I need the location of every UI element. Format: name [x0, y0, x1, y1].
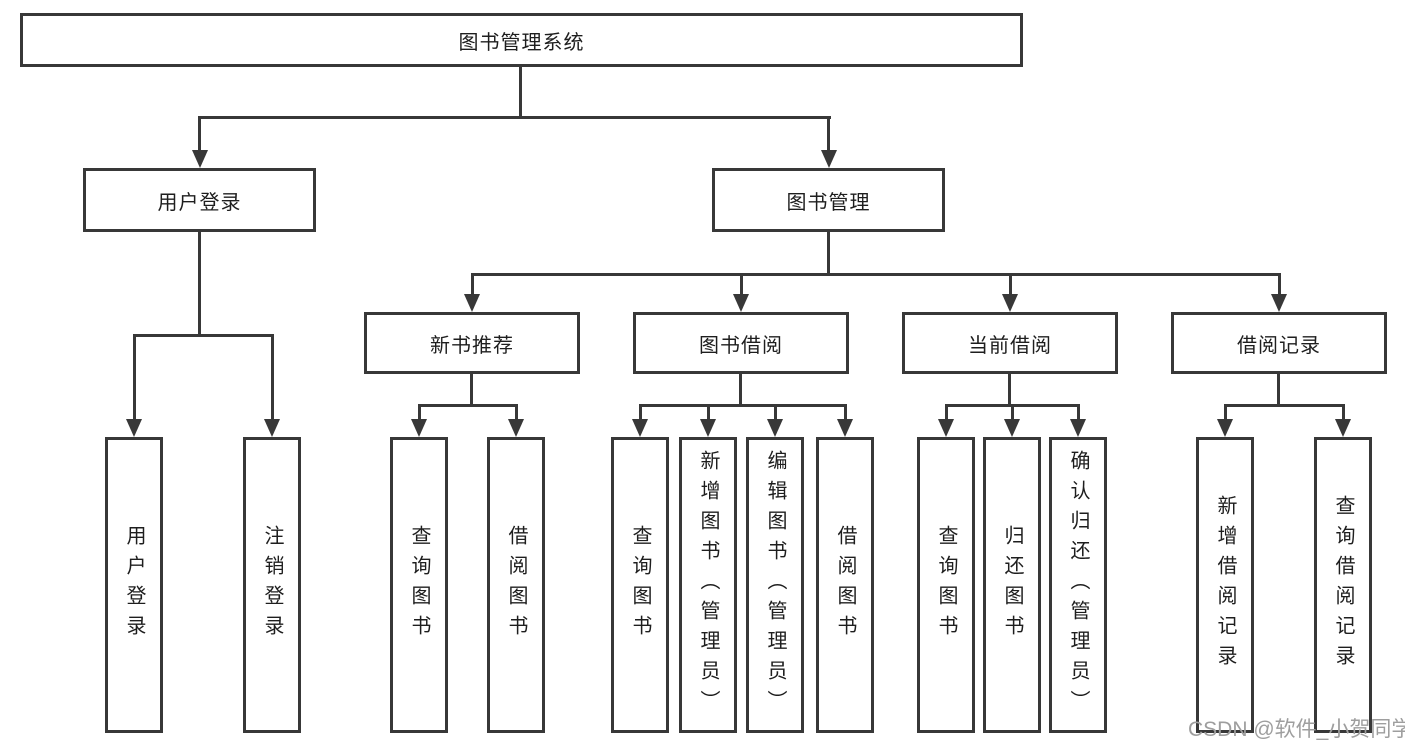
connector-line	[133, 334, 136, 419]
connector-line	[774, 404, 777, 419]
node-new-book-recommendation: 新书推荐	[364, 312, 580, 374]
leaf-label: 新增图书（管理员）	[697, 450, 719, 720]
connector-arrowhead	[733, 294, 749, 312]
connector-line	[198, 232, 201, 337]
connector-arrowhead	[821, 150, 837, 168]
node-add-books-admin: 新增图书（管理员）	[679, 437, 737, 733]
connector-line	[418, 404, 421, 419]
connector-line	[470, 374, 473, 407]
connector-arrowhead	[1004, 419, 1020, 437]
node-query-books-1: 查询图书	[390, 437, 448, 733]
node-edit-books-admin: 编辑图书（管理员）	[746, 437, 804, 733]
connector-arrowhead	[508, 419, 524, 437]
leaf-label: 查询图书	[408, 525, 430, 645]
connector-arrowhead	[1271, 294, 1287, 312]
connector-line	[271, 334, 274, 419]
leaf-label: 查询图书	[629, 525, 651, 645]
node-query-books-2: 查询图书	[611, 437, 669, 733]
csdn-watermark: CSDN @软件_小贺同学	[1188, 718, 1405, 741]
connector-line	[1077, 404, 1080, 419]
connector-line	[515, 404, 518, 419]
leaf-label: 查询图书	[935, 525, 957, 645]
node-borrowing-records: 借阅记录	[1171, 312, 1387, 374]
connector-line	[1278, 273, 1281, 294]
connector-line	[1224, 404, 1344, 407]
node-confirm-return-admin: 确认归还（管理员）	[1049, 437, 1107, 733]
connector-line	[740, 273, 743, 294]
node-book-borrowing: 图书借阅	[633, 312, 849, 374]
leaf-label: 编辑图书（管理员）	[764, 450, 786, 720]
leaf-label: 用户登录	[123, 525, 145, 645]
connector-arrowhead	[938, 419, 954, 437]
connector-line	[1342, 404, 1345, 419]
connector-arrowhead	[464, 294, 480, 312]
connector-line	[844, 404, 847, 419]
connector-line	[198, 116, 201, 150]
node-book-management: 图书管理	[712, 168, 945, 232]
connector-line	[418, 404, 518, 407]
connector-line	[1224, 404, 1227, 419]
connector-line	[198, 116, 831, 119]
connector-line	[1011, 404, 1014, 419]
leaf-label: 注销登录	[261, 525, 283, 645]
connector-line	[707, 404, 710, 419]
node-query-books-3: 查询图书	[917, 437, 975, 733]
connector-arrowhead	[1070, 419, 1086, 437]
leaf-label: 确认归还（管理员）	[1067, 450, 1089, 720]
connector-line	[639, 404, 846, 407]
connector-line	[1277, 374, 1280, 407]
connector-line	[827, 232, 830, 276]
node-borrow-books-1: 借阅图书	[487, 437, 545, 733]
node-return-books: 归还图书	[983, 437, 1041, 733]
node-borrow-books-2: 借阅图书	[816, 437, 874, 733]
connector-line	[639, 404, 642, 419]
connector-line	[739, 374, 742, 407]
connector-line	[471, 273, 474, 294]
connector-line	[945, 404, 948, 419]
leaf-label: 借阅图书	[834, 525, 856, 645]
node-current-borrowing: 当前借阅	[902, 312, 1118, 374]
node-user-login-group: 用户登录	[83, 168, 316, 232]
node-query-borrow-record: 查询借阅记录	[1314, 437, 1372, 733]
connector-arrowhead	[264, 419, 280, 437]
connector-arrowhead	[1217, 419, 1233, 437]
leaf-label: 新增借阅记录	[1214, 495, 1236, 675]
node-logout: 注销登录	[243, 437, 301, 733]
connector-arrowhead	[126, 419, 142, 437]
connector-arrowhead	[767, 419, 783, 437]
connector-arrowhead	[632, 419, 648, 437]
connector-line	[1008, 374, 1011, 407]
connector-arrowhead	[192, 150, 208, 168]
leaf-label: 查询借阅记录	[1332, 495, 1354, 675]
connector-arrowhead	[837, 419, 853, 437]
connector-arrowhead	[411, 419, 427, 437]
node-add-borrow-record: 新增借阅记录	[1196, 437, 1254, 733]
connector-arrowhead	[700, 419, 716, 437]
leaf-label: 归还图书	[1001, 525, 1023, 645]
connector-line	[827, 116, 830, 150]
leaf-label: 借阅图书	[505, 525, 527, 645]
node-library-management-system: 图书管理系统	[20, 13, 1023, 67]
connector-line	[1009, 273, 1012, 294]
connector-arrowhead	[1335, 419, 1351, 437]
node-user-login: 用户登录	[105, 437, 163, 733]
connector-arrowhead	[1002, 294, 1018, 312]
connector-line	[471, 273, 1280, 276]
connector-line	[133, 334, 274, 337]
connector-line	[519, 67, 522, 119]
